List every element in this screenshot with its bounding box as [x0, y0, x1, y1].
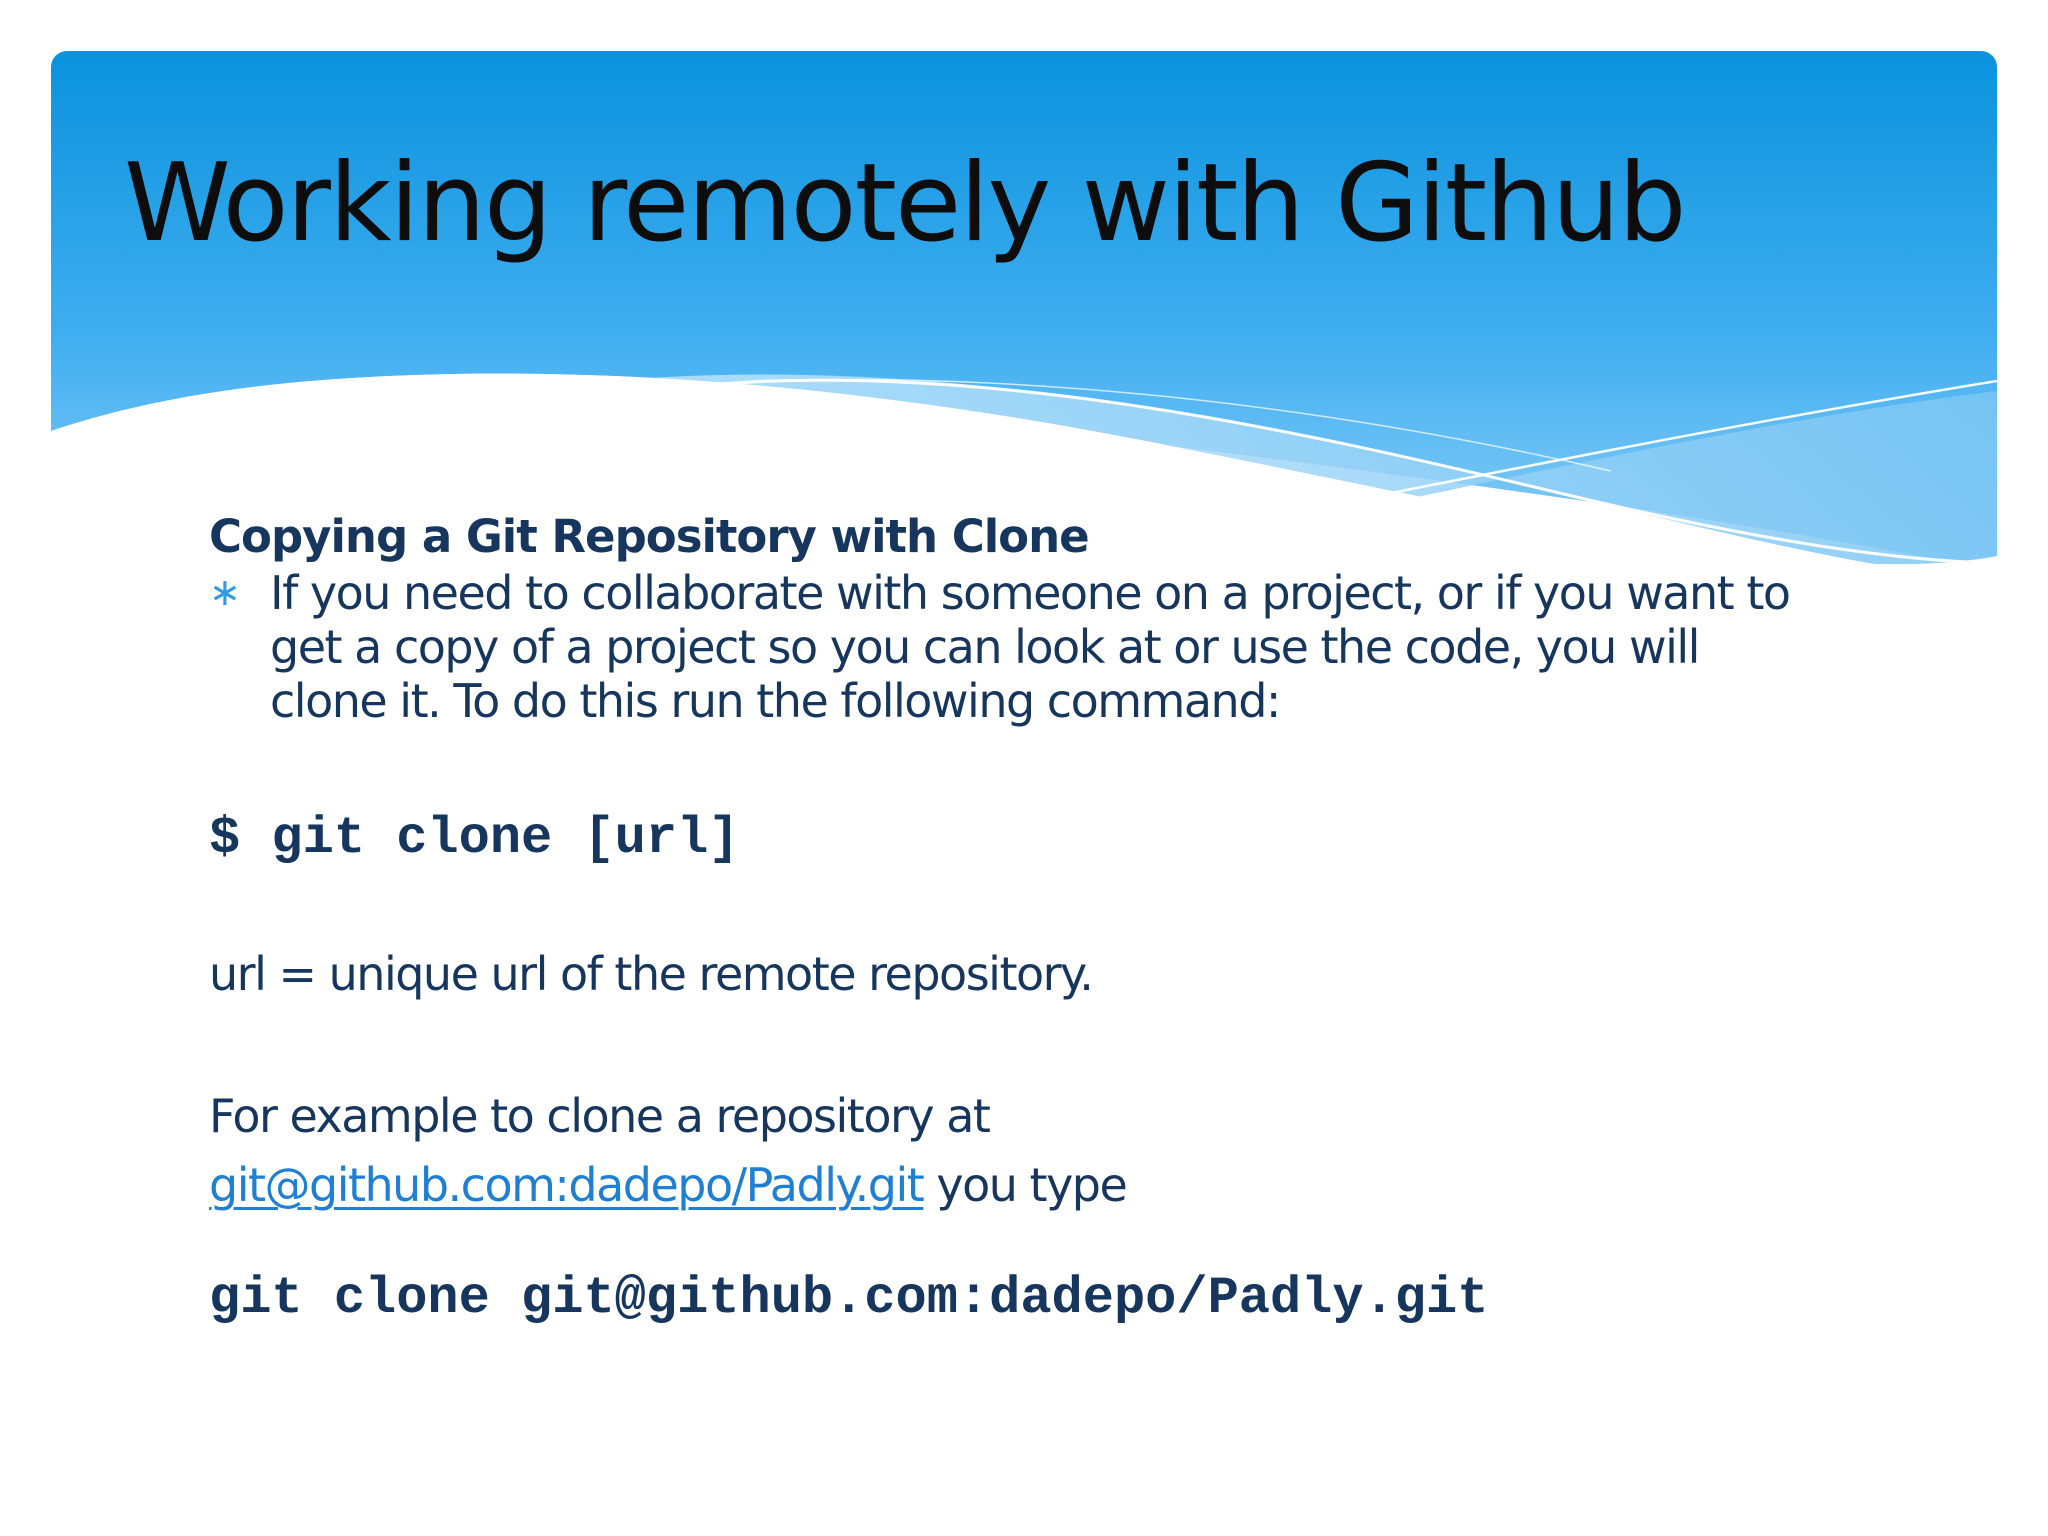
url-note: url = unique url of the remote repositor… [209, 947, 1094, 1002]
example-intro: For example to clone a repository at [209, 1089, 991, 1144]
section-subheading: Copying a Git Repository with Clone [209, 510, 1090, 563]
bullet-text: If you need to collaborate with someone … [270, 566, 1791, 728]
example-clone-command: git clone git@github.com:dadepo/Padly.gi… [209, 1269, 1489, 1329]
slide-title: Working remotely with Github [124, 141, 1687, 266]
example-paragraph: For example to clone a repository at git… [209, 1082, 1829, 1220]
header-band [51, 51, 1997, 611]
example-suffix: you type [923, 1158, 1127, 1213]
git-clone-command: $ git clone [url] [209, 809, 740, 868]
slide-body: Copying a Git Repository with Clone ∗ If… [209, 510, 1829, 1328]
header-wave-graphic [51, 51, 1997, 611]
bullet-item: ∗ If you need to collaborate with someon… [209, 566, 1829, 728]
example-repo-link[interactable]: git@github.com:dadepo/Padly.git [209, 1158, 925, 1213]
asterisk-bullet-icon: ∗ [209, 570, 241, 614]
